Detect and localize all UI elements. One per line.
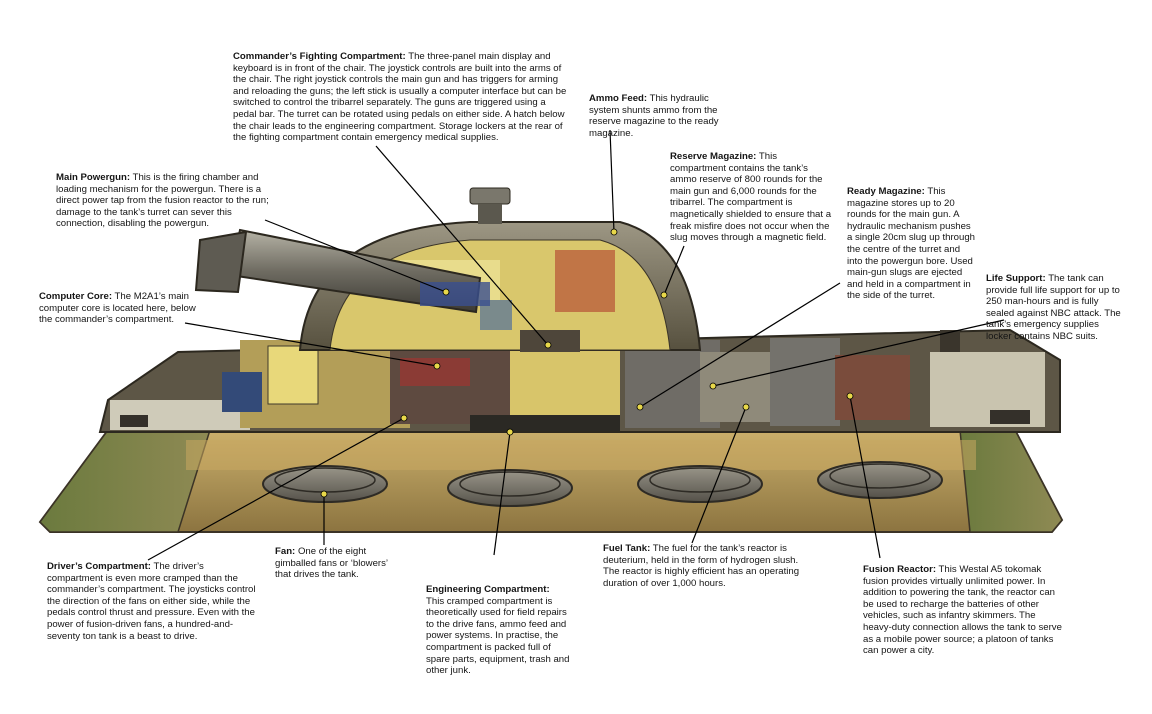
callout-title: Reserve Magazine:	[670, 151, 757, 162]
callout-life-support: Life Support: The tank can provide full …	[986, 273, 1126, 343]
callout-ready-magazine: Ready Magazine: This magazine stores up …	[847, 186, 977, 302]
callout-text: The tank can provide full life support f…	[986, 273, 1121, 342]
callout-title: Commander’s Fighting Compartment:	[233, 51, 406, 62]
callout-markers	[320, 228, 854, 498]
callout-text: The fuel for the tank’s reactor is deute…	[603, 543, 800, 589]
callout-title: Fan:	[275, 546, 296, 557]
callout-title: Ready Magazine:	[847, 186, 925, 197]
callout-drivers-compartment: Driver’s Compartment: The driver’s compa…	[47, 561, 259, 642]
callout-commanders-fighting-compartment: Commander’s Fighting Compartment: The th…	[233, 51, 569, 144]
callout-fuel-tank: Fuel Tank: The fuel for the tank’s react…	[603, 543, 801, 589]
callout-text: This Westal A5 tokomak fusion provides v…	[863, 564, 1062, 657]
callout-title: Fusion Reactor:	[863, 564, 937, 575]
callout-fusion-reactor: Fusion Reactor: This Westal A5 tokomak f…	[863, 564, 1067, 657]
callout-text: This magazine stores up to 20 rounds for…	[847, 186, 975, 302]
callout-main-powergun: Main Powergun: This is the firing chambe…	[56, 172, 278, 230]
callout-title: Computer Core:	[39, 291, 113, 302]
callout-text: This cramped compartment is theoreticall…	[426, 595, 570, 677]
drive-fans	[262, 461, 943, 507]
callout-title: Fuel Tank:	[603, 543, 651, 554]
callout-fan: Fan: One of the eight gimballed fans or …	[275, 546, 393, 581]
callout-title: Life Support:	[986, 273, 1046, 284]
callout-title: Driver’s Compartment:	[47, 561, 151, 572]
callout-reserve-magazine: Reserve Magazine: This compartment conta…	[670, 151, 832, 244]
callout-title: Main Powergun:	[56, 172, 131, 183]
callout-text: The three-panel main display and keyboar…	[233, 51, 567, 144]
callout-computer-core: Computer Core: The M2A1’s main computer …	[39, 291, 197, 326]
callout-text: This is the firing chamber and loading m…	[56, 172, 269, 230]
interior-compartments	[222, 338, 910, 431]
callout-text: This compartment contains the tank’s amm…	[670, 151, 832, 244]
callout-ammo-feed: Ammo Feed: This hydraulic system shunts …	[589, 93, 739, 139]
callout-text: The driver’s compartment is even more cr…	[47, 561, 256, 642]
callout-text: One of the eight gimballed fans or ‘blow…	[275, 546, 388, 581]
callout-engineering-compartment: Engineering Compartment: This cramped co…	[426, 584, 572, 677]
main-powergun-barrel	[194, 228, 490, 314]
callout-leader-lines	[147, 129, 1005, 561]
callout-title: Engineering Compartment:	[426, 584, 550, 595]
callout-text: This hydraulic system shunts ammo from t…	[589, 93, 719, 139]
callout-title: Ammo Feed:	[589, 93, 648, 104]
callout-text: The M2A1’s main computer core is located…	[39, 291, 196, 326]
